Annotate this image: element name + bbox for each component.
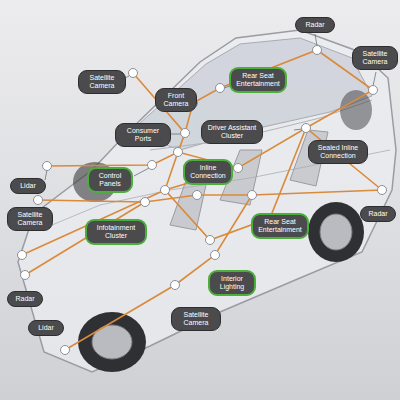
callout-box: Consumer Ports — [115, 123, 171, 147]
callout-box: Rear Seat Entertainment — [229, 67, 287, 93]
dot — [248, 191, 257, 200]
dot — [171, 281, 180, 290]
callout-box: Interior Lighting — [208, 270, 256, 296]
callout-box: Radar — [7, 291, 43, 307]
callout-label: Sealed Inline Connection — [314, 144, 362, 160]
callout-box: Satellite Camera — [78, 70, 126, 94]
callout-label: Satellite Camera — [177, 311, 215, 327]
callout-box: Sealed Inline Connection — [308, 140, 368, 164]
dot — [174, 148, 183, 157]
callout-label: Radar — [301, 21, 329, 29]
callout-box: Satellite Camera — [171, 307, 221, 331]
dot — [302, 124, 311, 133]
callout-box: Front Camera — [155, 88, 197, 112]
callout-box: Radar — [295, 17, 335, 33]
callout-box: Inline Connection — [183, 159, 233, 185]
dot — [43, 162, 52, 171]
callout-label: Satellite Camera — [13, 211, 47, 227]
wheel — [308, 202, 364, 262]
wheel — [340, 90, 372, 130]
dot — [181, 129, 190, 138]
callout-label: Satellite Camera — [84, 74, 120, 90]
wiring-harness — [22, 50, 382, 350]
dot — [129, 69, 138, 78]
callout-box: Control Panels — [87, 167, 133, 193]
callout-box: Rear Seat Entertainment — [251, 213, 309, 239]
dot — [18, 251, 27, 260]
callout-label: Rear Seat Entertainment — [258, 218, 302, 234]
callout-box: Lidar — [28, 320, 64, 336]
callout-label: Radar — [366, 210, 390, 218]
leader-line — [373, 72, 376, 86]
dot — [378, 186, 387, 195]
callout-label: Rear Seat Entertainment — [236, 72, 280, 88]
callout-label: Lidar — [16, 182, 40, 190]
wire — [38, 190, 382, 202]
car-body — [18, 30, 396, 372]
callout-label: Inline Connection — [190, 164, 226, 180]
dot — [21, 271, 30, 280]
dot — [369, 86, 378, 95]
leader-line — [45, 170, 47, 180]
dot — [161, 186, 170, 195]
callout-label: Lidar — [34, 324, 58, 332]
dot — [234, 164, 243, 173]
dot — [61, 346, 70, 355]
dot — [206, 236, 215, 245]
callout-box: Driver Assistant Cluster — [201, 120, 263, 144]
dot — [193, 191, 202, 200]
callout-box: Radar — [360, 206, 396, 222]
leader-line — [315, 34, 317, 46]
callout-label: Control Panels — [94, 172, 126, 188]
callout-box: Lidar — [10, 178, 46, 194]
wire — [165, 128, 306, 240]
callout-label: Interior Lighting — [215, 275, 249, 291]
dot — [34, 196, 43, 205]
wheel — [78, 312, 146, 372]
dot — [313, 46, 322, 55]
leader-line — [134, 168, 149, 176]
leader-line — [171, 134, 181, 135]
callout-box: Satellite Camera — [352, 46, 398, 70]
callout-label: Infotainment Cluster — [92, 224, 140, 240]
dot — [141, 198, 150, 207]
dot — [216, 84, 225, 93]
connection-dots — [18, 46, 387, 355]
dot — [211, 251, 220, 260]
callout-box: Satellite Camera — [7, 207, 53, 231]
callout-label: Satellite Camera — [358, 50, 392, 66]
dot — [148, 161, 157, 170]
leader-line — [294, 129, 302, 130]
callout-label: Radar — [13, 295, 37, 303]
callout-label: Driver Assistant Cluster — [207, 124, 257, 140]
callout-label: Front Camera — [161, 92, 191, 108]
wheel-rim — [320, 214, 352, 250]
callout-box: Infotainment Cluster — [85, 219, 147, 245]
callout-label: Consumer Ports — [121, 127, 165, 143]
